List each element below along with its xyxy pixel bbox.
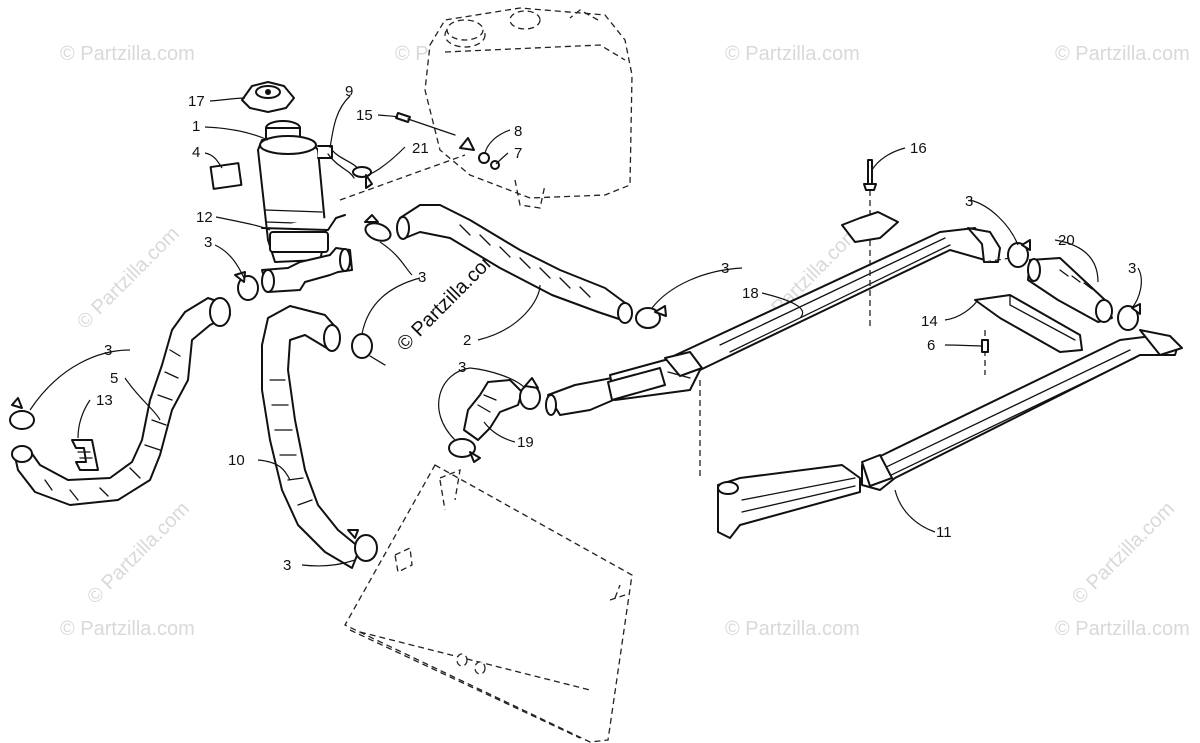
callout-3: 3 [418,269,426,286]
hose-clamp [9,397,35,430]
hose-clamp [519,377,541,410]
bolt [981,339,989,353]
callout-9: 9 [345,83,353,100]
foam-pad [841,211,899,243]
hose-clamp [234,271,259,301]
callout-3: 3 [104,342,112,359]
hose-10 [261,305,361,569]
watermark: © Partzilla.com [60,43,195,65]
radiator-panel [344,464,633,743]
watermark: © Partzilla.com [1068,498,1179,609]
hose-clamp [448,438,481,463]
heat-exchanger [607,180,1183,539]
callout-16: 16 [910,140,927,157]
watermark: © Partzilla.com [1055,618,1190,640]
callout-4: 4 [192,144,200,161]
watermark: © Partzilla.com [725,43,860,65]
mount-bracket [974,294,1083,353]
hose-clamp-tab [365,174,373,189]
hose-clip [71,439,99,471]
hose-clamp [364,214,392,242]
tank-mount-hardware [339,112,500,201]
callout-3: 3 [965,193,973,210]
callout-3: 3 [458,359,466,376]
callout-12: 12 [196,209,213,226]
surge-bottle [209,120,353,293]
hose-clamp [351,333,386,366]
callout-3: 3 [283,557,291,574]
callout-20: 20 [1058,232,1075,249]
hose-clamp [635,305,667,329]
coolant-tank [424,7,633,209]
callout-3: 3 [1128,260,1136,277]
rivet-pin [863,159,877,191]
hose-5 [11,297,231,506]
callout-13: 13 [96,392,113,409]
watermark: © Partzilla.com [1055,43,1190,65]
callout-11: 11 [936,524,952,541]
callout-19: 19 [517,434,534,451]
callout-3: 3 [721,260,729,277]
callout-15: 15 [356,107,373,124]
watermark: © Partzilla.com [83,498,194,609]
hose-clamp [1007,239,1031,268]
callout-5: 5 [110,370,118,387]
callout-6: 6 [927,337,935,354]
hose-2 [396,204,633,324]
watermark: © Partzilla.com [60,618,195,640]
hose-clamp [1117,303,1141,331]
callout-10: 10 [228,452,245,469]
callout-14: 14 [921,313,938,330]
callout-18: 18 [742,285,759,302]
watermark: © Partzilla.com [725,618,860,640]
callout-7: 7 [514,145,522,162]
watermark: © Partzilla.com [73,223,184,334]
callout-1: 1 [192,118,200,135]
callout-17: 17 [188,93,205,110]
connector-tube-end [545,394,557,416]
leader-lines [29,95,1142,567]
callout-3: 3 [204,234,212,251]
overflow-hose-edge [327,153,355,179]
callout-21: 21 [412,140,429,157]
callout-8: 8 [514,123,522,140]
hose-clamp [347,529,378,562]
callout-labels: 17 1 4 9 15 8 7 21 12 16 3 3 3 3 3 3 3 3… [96,83,1136,574]
callout-2: 2 [463,332,471,349]
pressure-cap [241,81,295,113]
